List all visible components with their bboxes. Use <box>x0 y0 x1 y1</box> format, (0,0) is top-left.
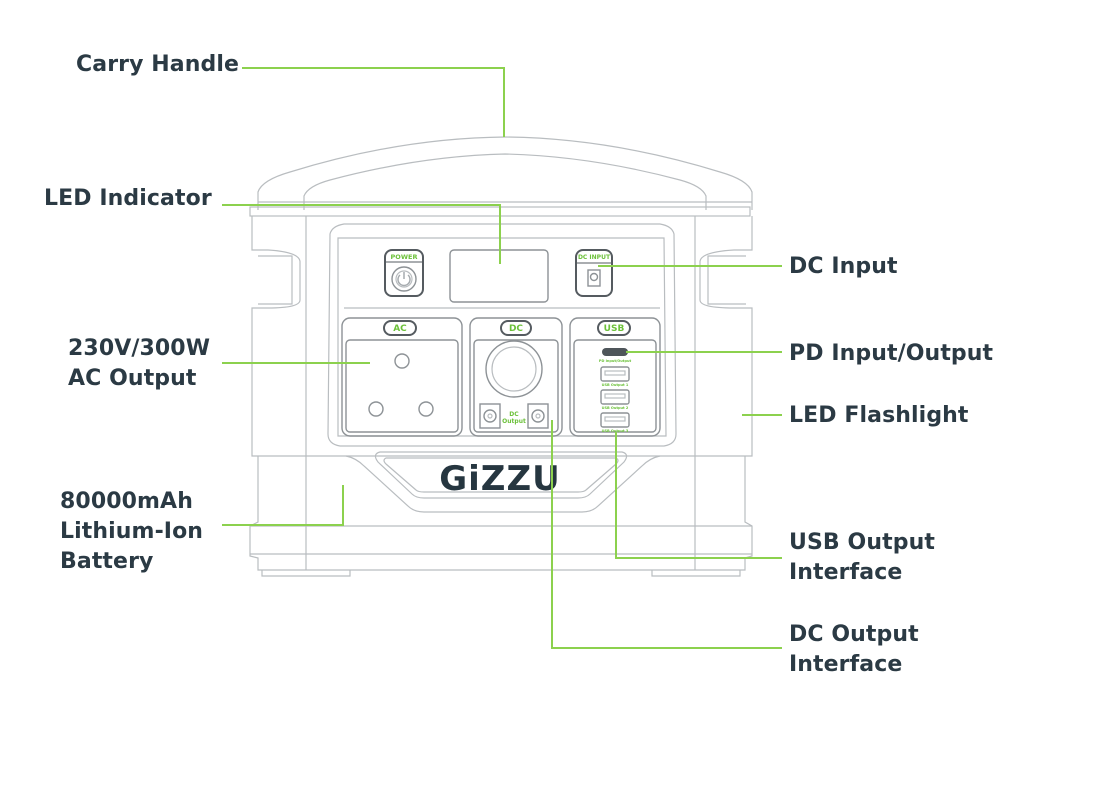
dc-output-small-label: DC <box>509 411 519 418</box>
ac-output-module[interactable]: AC <box>341 317 463 437</box>
callout-lines <box>222 67 782 649</box>
callout-usb-output <box>615 432 782 559</box>
ac-label: AC <box>393 324 407 334</box>
usb-label: USB <box>604 324 625 334</box>
car-socket <box>485 340 543 398</box>
label-led-indicator: LED Indicator <box>44 186 212 211</box>
usb-c-port <box>602 348 628 356</box>
dc-input-module[interactable]: DC INPUT <box>575 249 613 297</box>
usb-port-label: USB Output 2 <box>602 406 629 410</box>
label-pd-io: PD Input/Output <box>789 341 994 366</box>
usb-a-port <box>600 412 630 428</box>
callout-battery <box>222 485 344 526</box>
dc-output-module[interactable]: DC DC Output <box>469 317 563 437</box>
callout-carry-handle <box>242 67 505 137</box>
usb-output-module[interactable]: USB PD Input/Output USB Output 1 USB Out… <box>569 317 661 437</box>
brand-logo: GiZZU <box>439 459 560 499</box>
usb-port-label: USB Output 3 <box>602 429 629 433</box>
usb-port-label: USB Output 1 <box>602 383 629 387</box>
usb-a-port <box>600 389 630 405</box>
callout-dc-output <box>551 420 782 649</box>
ac-socket-icon <box>368 353 434 417</box>
label-ac-output: 230V/300W AC Output <box>68 336 211 391</box>
dc-output-small-label-2: Output <box>502 418 526 425</box>
usb-a-port <box>600 366 630 382</box>
power-icon <box>397 272 411 287</box>
callout-led-indicator <box>222 204 501 264</box>
brand-plate: GiZZU <box>374 451 628 499</box>
dc-label: DC <box>509 324 523 334</box>
power-label: POWER <box>391 253 418 261</box>
power-button-module[interactable]: POWER <box>384 249 424 297</box>
label-dc-output: DC Output Interface <box>789 622 919 677</box>
label-dc-input: DC Input <box>789 254 898 279</box>
label-usb-output: USB Output Interface <box>789 530 935 585</box>
label-carry-handle: Carry Handle <box>76 52 240 77</box>
carry-handle <box>257 136 753 210</box>
front-panel <box>327 223 677 447</box>
usb-port-label: PD Input/Output <box>599 359 632 363</box>
dc-input-label: DC INPUT <box>578 254 611 261</box>
label-led-flashlight: LED Flashlight <box>789 403 969 428</box>
label-battery: 80000mAh Lithium-Ion Battery <box>60 489 204 574</box>
